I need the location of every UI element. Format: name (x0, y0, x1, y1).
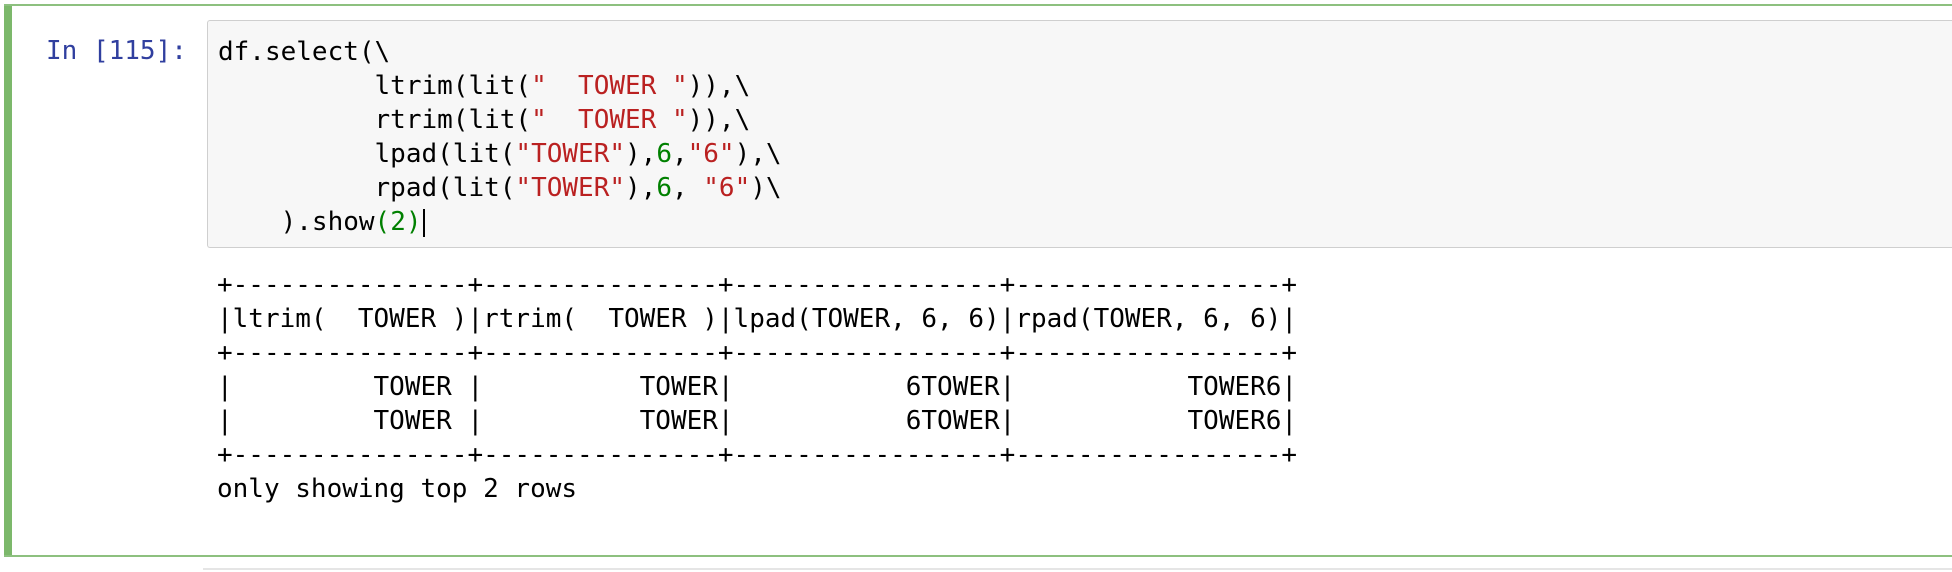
code-token: , (671, 139, 688, 169)
code-token: rpad(lit( (218, 173, 516, 203)
output-line: | TOWER | TOWER| 6TOWER| TOWER6| (217, 372, 1298, 402)
code-token: ).show (218, 207, 375, 237)
output-line: |ltrim( TOWER )|rtrim( TOWER )|lpad(TOWE… (217, 304, 1298, 334)
code-line: ).show(2) (218, 205, 782, 239)
output-line: only showing top 2 rows (217, 474, 578, 504)
output-line: +---------------+---------------+-------… (217, 338, 1298, 368)
code-token: rtrim(lit( (218, 105, 532, 135)
output-line: +---------------+---------------+-------… (217, 270, 1298, 300)
code-token: )),\ (687, 71, 751, 101)
number-literal: 6 (656, 139, 672, 169)
code-token: ltrim(lit( (218, 71, 532, 101)
code-line: rtrim(lit(" TOWER ")),\ (218, 103, 782, 137)
string-literal: "TOWER" (515, 173, 625, 203)
code-input-area[interactable]: df.select(\ ltrim(lit(" TOWER ")),\ rtri… (207, 20, 1952, 248)
code-token: )\ (750, 173, 782, 203)
code-line: lpad(lit("TOWER"),6,"6"),\ (218, 137, 782, 171)
next-cell-border (203, 568, 1952, 570)
code-token: ), (625, 173, 657, 203)
code-token: ), (625, 139, 657, 169)
text-cursor (422, 208, 425, 237)
code-cell[interactable]: In [115]: df.select(\ ltrim(lit(" TOWER … (4, 4, 1952, 557)
output-line: +---------------+---------------+-------… (217, 440, 1298, 470)
number-literal: 6 (656, 173, 672, 203)
code-editor[interactable]: df.select(\ ltrim(lit(" TOWER ")),\ rtri… (218, 35, 782, 239)
string-literal: "6" (703, 173, 751, 203)
code-token: ),\ (734, 139, 782, 169)
code-line: rpad(lit("TOWER"),6, "6")\ (218, 171, 782, 205)
code-token: df.select(\ (218, 37, 391, 67)
cell-selection-bar (4, 6, 12, 555)
code-line: df.select(\ (218, 35, 782, 69)
output-line: | TOWER | TOWER| 6TOWER| TOWER6| (217, 406, 1298, 436)
input-prompt: In [115]: (46, 36, 187, 66)
code-line: ltrim(lit(" TOWER ")),\ (218, 69, 782, 103)
number-literal: (2) (374, 207, 422, 237)
code-token: , (671, 173, 704, 203)
string-literal: "TOWER" (515, 139, 625, 169)
cell-output: +---------------+---------------+-------… (217, 268, 1297, 506)
code-token: lpad(lit( (218, 139, 516, 169)
code-token: )),\ (687, 105, 751, 135)
string-literal: " TOWER " (531, 105, 688, 135)
string-literal: "6" (687, 139, 735, 169)
string-literal: " TOWER " (531, 71, 688, 101)
